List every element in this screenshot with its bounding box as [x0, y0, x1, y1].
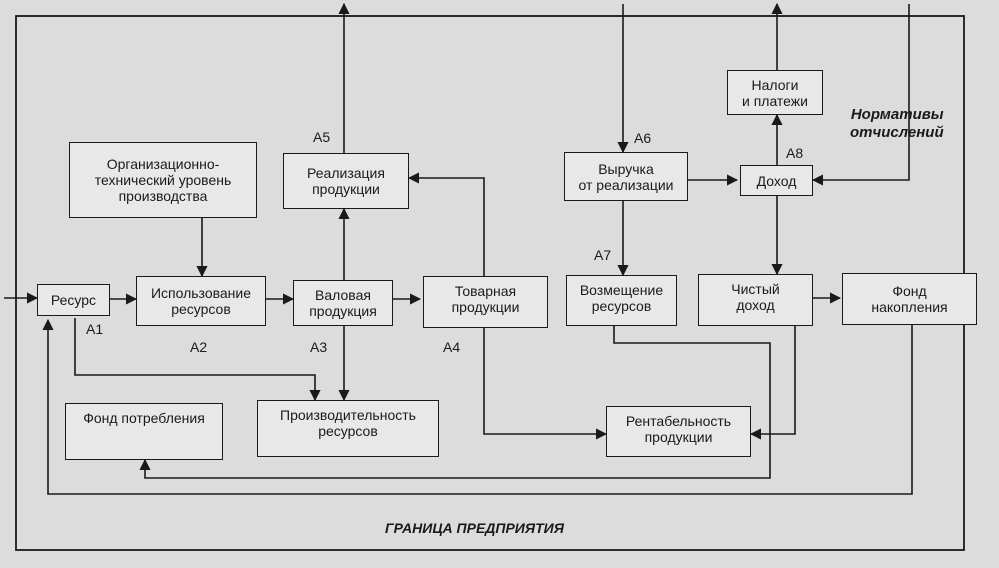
- realization-box: Реализация продукции: [283, 153, 409, 209]
- income-box: Доход: [740, 165, 813, 196]
- consumption-fund-box: Фонд потребления: [65, 403, 223, 460]
- label-a3: А3: [310, 339, 328, 355]
- profitability-box: Рентабельность продукции: [606, 406, 751, 457]
- arrow-net-profitability: [749, 326, 796, 440]
- accumulation-fund-box: Фонд накопления: [842, 273, 977, 325]
- label-a7: А7: [594, 247, 612, 263]
- resource-box: Ресурс: [37, 284, 110, 316]
- taxes-box: Налоги и платежи: [727, 70, 823, 115]
- arrow-accumulation-resource: [42, 318, 913, 495]
- arrow-resource-productivity: [74, 318, 321, 402]
- norms-label: Нормативы отчислений: [850, 106, 944, 141]
- label-a2: А2: [190, 339, 208, 355]
- resource-use-box: Использование ресурсов: [136, 276, 266, 326]
- label-a5: А5: [313, 129, 331, 145]
- commodity-output-box: Товарная продукции: [423, 276, 548, 328]
- arrow-commodity-profitability: [483, 328, 608, 440]
- productivity-box: Производительность ресурсов: [257, 400, 439, 457]
- arrow-norms-income: [811, 4, 910, 186]
- org-level-box: Организационно- технический уровень прои…: [69, 142, 257, 218]
- revenue-box: Выручка от реализации: [564, 152, 688, 201]
- arrow-commodity-realization: [407, 172, 485, 280]
- net-income-box: Чистый доход: [698, 274, 813, 326]
- label-a1: А1: [86, 321, 104, 337]
- arrow-reimbursement-consumption: [139, 326, 771, 479]
- label-a4: А4: [443, 339, 461, 355]
- label-a6: А6: [634, 130, 652, 146]
- label-a8: А8: [786, 145, 804, 161]
- reimbursement-box: Возмещение ресурсов: [566, 275, 677, 326]
- enterprise-boundary-caption: ГРАНИЦА ПРЕДПРИЯТИЯ: [385, 520, 564, 536]
- gross-output-box: Валовая продукция: [293, 280, 393, 326]
